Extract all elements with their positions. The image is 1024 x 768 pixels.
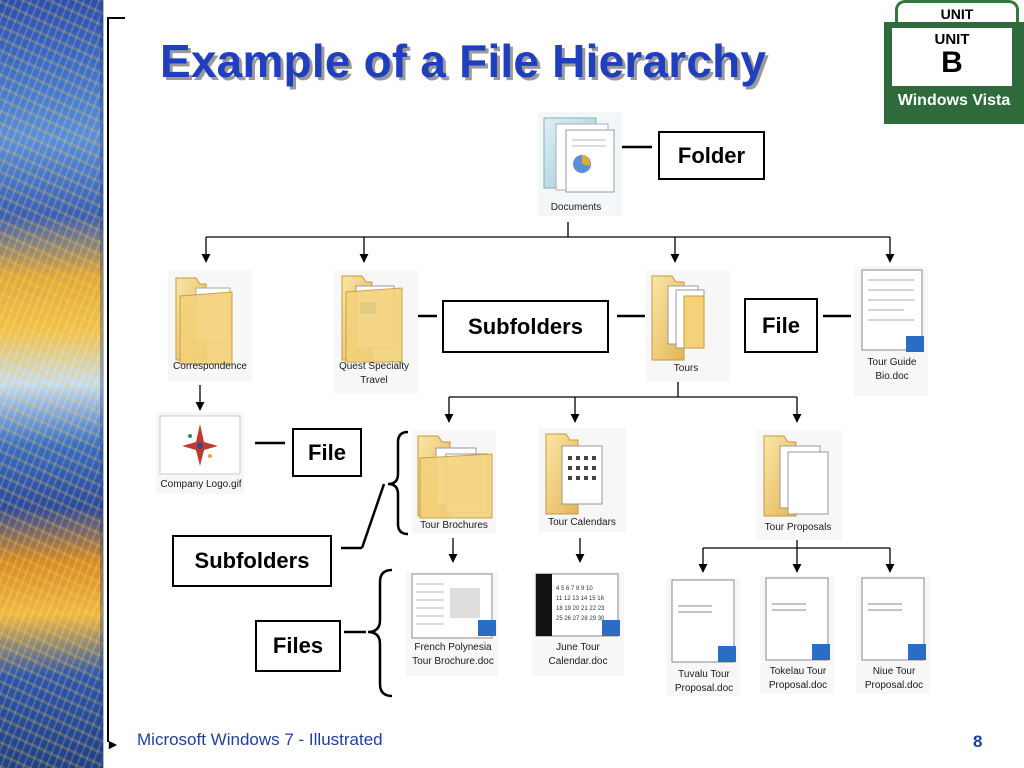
correspondence-folder-icon <box>168 270 252 382</box>
brace-subfolders <box>387 430 409 536</box>
tuvalu-proposal-doc-icon <box>666 578 740 696</box>
niue-label: Niue Tour Proposal.doc <box>846 665 942 693</box>
decorative-stripe <box>0 0 103 768</box>
company-logo-file-icon <box>156 412 244 494</box>
tuvalu-line2: Proposal.doc <box>674 683 734 694</box>
tours-folder-icon <box>646 270 730 382</box>
tour-proposals-label: Tour Proposals <box>764 522 832 533</box>
unit-badge-inner: UNIT B <box>892 28 1012 86</box>
quest-folder-icon <box>334 270 418 394</box>
tour-calendars-label: Tour Calendars <box>548 517 616 528</box>
tokelau-label: Tokelau Tour Proposal.doc <box>750 665 846 693</box>
tour-guide-line2: Bio.doc <box>875 371 909 382</box>
tuvalu-label: Tuvalu Tour Proposal.doc <box>656 668 752 696</box>
correspondence-label: Correspondence <box>173 361 247 372</box>
tour-proposals-folder-icon <box>756 430 842 540</box>
quest-label-line2: Travel <box>360 375 388 386</box>
tour-calendars-folder-icon <box>538 428 626 532</box>
documents-library-icon <box>538 112 622 216</box>
tour-guide-doc-icon <box>854 266 928 396</box>
june-line1: June Tour <box>556 642 600 653</box>
june-calendar-label: June Tour Calendar.doc <box>526 641 630 669</box>
svg-text:4 5 6 7 8 9 10: 4 5 6 7 8 9 10 <box>556 586 593 592</box>
subfolders-callout-top: Subfolders <box>442 300 609 353</box>
windows-vista-label: Windows Vista <box>897 92 1011 109</box>
french-polynesia-label: French Polynesia Tour Brochure.doc <box>398 641 508 669</box>
unit-letter: B <box>941 46 963 79</box>
corner-bracket-side <box>107 17 109 742</box>
june-calendar-doc-icon: 4 5 6 7 8 9 10 11 12 13 14 15 16 18 19 2… <box>532 572 624 676</box>
slide-title: Example of a File Hierarchy <box>160 35 767 87</box>
fp-line1: French Polynesia <box>414 642 492 653</box>
tours-label: Tours <box>673 363 699 374</box>
tour-brochures-folder-icon <box>412 430 496 534</box>
subfolders-callout-left: Subfolders <box>172 535 332 587</box>
unit-badge: UNIT UNIT B Windows Vista <box>884 0 1024 124</box>
brace-files <box>367 568 393 698</box>
tour-guide-label: Tour Guide Bio.doc <box>844 356 940 384</box>
svg-text:18 19 20 21 22 23: 18 19 20 21 22 23 <box>556 606 605 612</box>
corner-bracket-top <box>107 17 125 19</box>
tokelau-proposal-doc-icon <box>760 576 834 694</box>
file-callout-top: File <box>744 298 818 353</box>
unit-badge-tab: UNIT <box>895 0 1019 25</box>
fp-line2: Tour Brochure.doc <box>412 656 494 667</box>
company-logo-label: Company Logo.gif <box>160 479 242 490</box>
svg-text:11 12 13 14 15 16: 11 12 13 14 15 16 <box>556 596 605 602</box>
footer-text: Microsoft Windows 7 - Illustrated <box>137 730 383 749</box>
niue-line2: Proposal.doc <box>864 680 924 691</box>
unit-badge-body: UNIT B Windows Vista <box>884 22 1024 124</box>
french-polynesia-doc-icon <box>406 572 498 676</box>
tour-guide-line1: Tour Guide <box>867 357 917 368</box>
folder-callout: Folder <box>658 131 765 180</box>
documents-label: Documents <box>550 202 602 213</box>
stripe-edge <box>100 0 104 768</box>
svg-text:25 26 27 28 29 30: 25 26 27 28 29 30 <box>556 616 605 622</box>
file-callout-left: File <box>292 428 362 477</box>
niue-proposal-doc-icon <box>856 576 930 694</box>
june-line2: Calendar.doc <box>548 656 608 667</box>
tokelau-line1: Tokelau Tour <box>769 666 827 677</box>
footer-arrow-icon: ► <box>106 736 120 752</box>
tokelau-line2: Proposal.doc <box>768 680 828 691</box>
tour-brochures-label: Tour Brochures <box>420 520 488 531</box>
page-number: 8 <box>973 732 983 751</box>
niue-line1: Niue Tour <box>872 666 916 677</box>
tuvalu-line1: Tuvalu Tour <box>678 669 730 680</box>
quest-label-line1: Quest Specialty <box>338 361 410 372</box>
quest-label: Quest Specialty Travel <box>324 360 424 388</box>
files-callout-left: Files <box>255 620 341 672</box>
unit-label: UNIT <box>934 31 970 48</box>
